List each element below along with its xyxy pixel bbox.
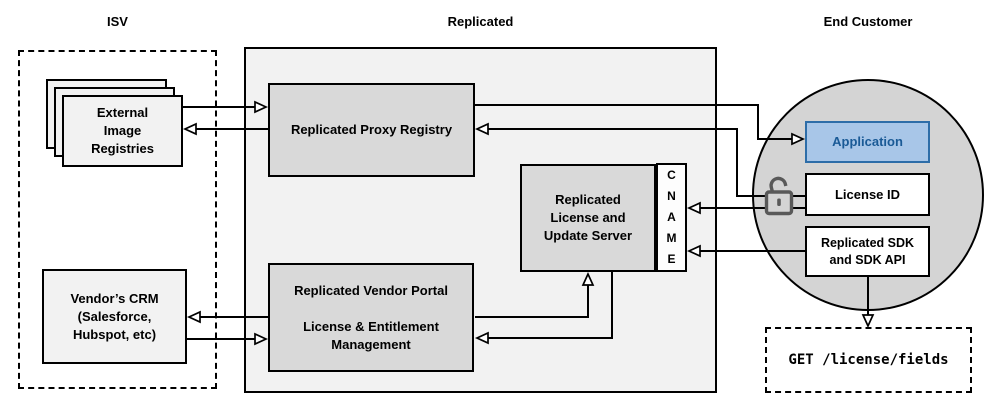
arrowhead-left-icon — [474, 331, 489, 345]
connector-proxy-to-application — [475, 104, 792, 140]
section-label-end-customer: End Customer — [823, 14, 913, 29]
arrowhead-right-icon — [254, 332, 269, 346]
cname-node: C N A M E — [656, 163, 687, 272]
arrowhead-left-icon — [686, 244, 701, 258]
arrowhead-left-icon — [186, 310, 201, 324]
section-label-replicated: Replicated — [447, 14, 514, 29]
application-node: Application — [805, 121, 930, 163]
vendor-crm-node: Vendor’s CRM (Salesforce, Hubspot, etc) — [42, 269, 187, 364]
arrowhead-right-icon — [791, 132, 806, 146]
unlocked-padlock-icon — [764, 176, 794, 216]
external-image-registries-node: External Image Registries — [62, 95, 183, 167]
arrowhead-right-icon — [254, 100, 269, 114]
license-id-node: License ID — [805, 173, 930, 216]
connector-update-server-to-portal — [488, 272, 613, 339]
padlock-keyhole — [777, 198, 781, 206]
connector-portal-to-update-server — [475, 285, 589, 318]
arrowhead-down-icon — [861, 314, 875, 329]
arrowhead-up-icon — [581, 271, 595, 286]
get-license-fields-node: GET /license/fields — [765, 327, 972, 393]
arrowhead-left-icon — [182, 122, 197, 136]
proxy-registry-node: Replicated Proxy Registry — [268, 83, 475, 177]
license-update-server-node: Replicated License and Update Server — [520, 164, 656, 272]
vendor-portal-node: Replicated Vendor Portal License & Entit… — [268, 263, 474, 372]
section-label-isv: ISV — [107, 14, 128, 29]
replicated-sdk-node: Replicated SDK and SDK API — [805, 226, 930, 277]
arrowhead-left-icon — [474, 122, 489, 136]
arrowhead-left-icon — [686, 201, 701, 215]
